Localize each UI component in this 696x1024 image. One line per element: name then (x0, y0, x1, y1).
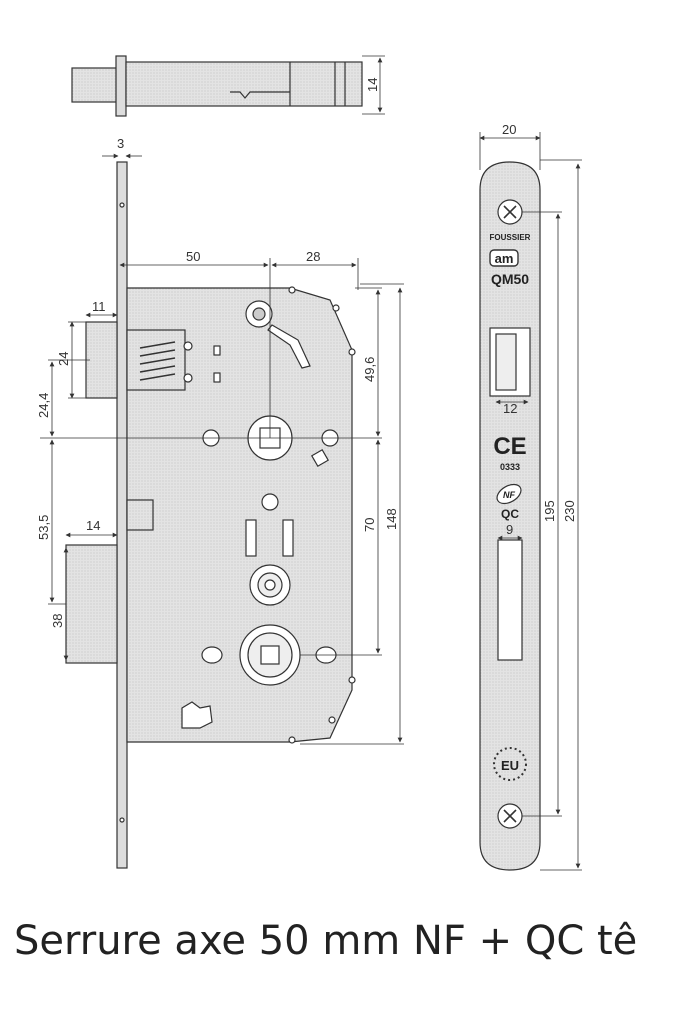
dim-case-height: 148 (384, 508, 399, 530)
faceplate-view (479, 161, 541, 871)
plate-nf-mark: NF (503, 490, 515, 500)
dim-latch-height: 24 (56, 352, 71, 366)
product-caption: Serrure axe 50 mm NF + QC tê (14, 918, 638, 964)
plate-qc-mark: QC (501, 507, 519, 521)
plate-model: QM50 (491, 271, 529, 287)
plate-brand: FOUSSIER (490, 233, 531, 242)
lock-technical-drawing: 14 3 (36, 55, 582, 871)
dim-latch-depth: 11 (92, 299, 106, 314)
dim-latch-to-axis: 24,4 (36, 393, 51, 418)
dim-plate-width: 20 (502, 122, 516, 137)
dim-follower-offset: 28 (306, 249, 320, 264)
top-view (71, 55, 385, 117)
dim-bolt-height: 14 (365, 78, 380, 92)
dim-axis-top-offset: 49,6 (362, 357, 377, 382)
dim-plate-length: 230 (562, 500, 577, 522)
dim-deadbolt-depth: 14 (86, 518, 100, 533)
plate-ce-mark: CE (493, 433, 526, 460)
dim-screw-spacing: 195 (542, 500, 557, 522)
plate-logo: am (495, 251, 514, 266)
dim-latch-slot-width: 12 (503, 401, 517, 416)
dim-axis-spacing: 53,5 (36, 515, 51, 540)
dim-bolt-slot-width: 9 (506, 522, 513, 537)
dim-backset: 50 (186, 249, 200, 264)
front-view (65, 161, 356, 869)
dim-faceplate-thickness: 3 (117, 136, 124, 151)
plate-ce-number: 0333 (500, 462, 520, 472)
plate-eu-mark: EU (501, 758, 519, 773)
dim-deadbolt-height: 38 (50, 614, 65, 628)
dim-axis-to-key: 70 (362, 518, 377, 532)
